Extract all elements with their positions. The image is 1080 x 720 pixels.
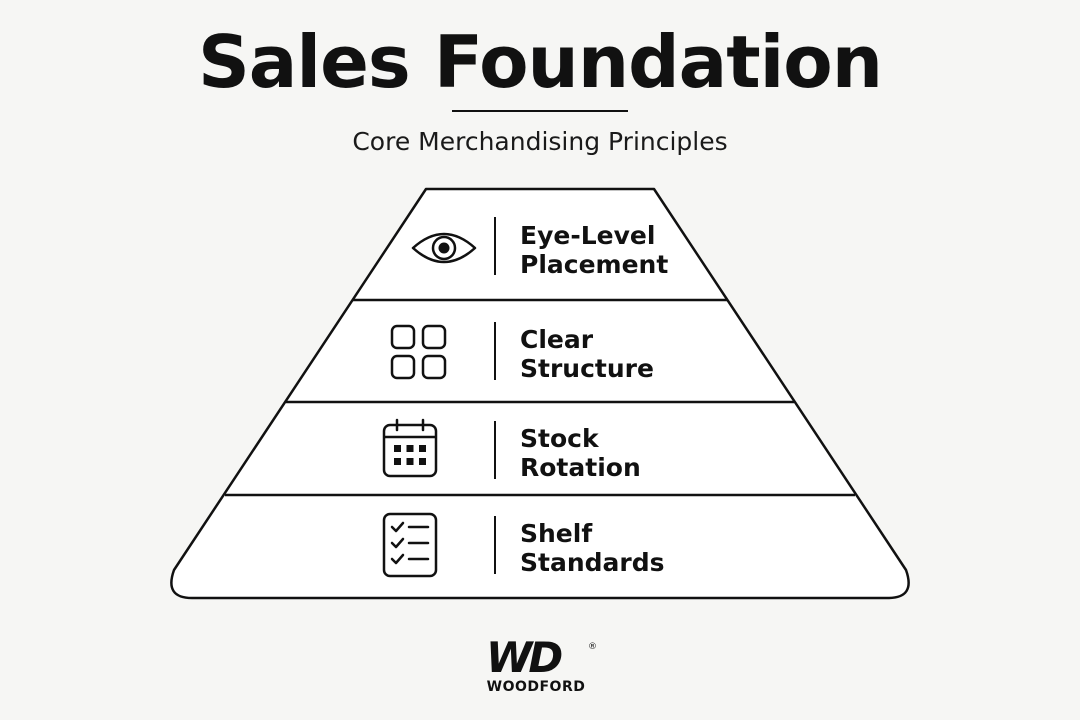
registered-mark: ® <box>588 642 596 652</box>
tier-divider <box>494 217 496 275</box>
tier-label-line: Placement <box>520 250 669 279</box>
tier-label-stock-rotation: Stock Rotation <box>520 424 641 482</box>
calendar-icon <box>382 418 438 478</box>
tier-label-line: Standards <box>520 548 665 577</box>
checklist-icon <box>382 512 438 578</box>
page-title: Sales Foundation <box>197 20 883 104</box>
grid-icon <box>390 324 447 380</box>
eye-icon <box>411 232 477 264</box>
tier-label-clear-structure: Clear Structure <box>520 325 654 383</box>
page-subtitle: Core Merchandising Principles <box>352 127 728 156</box>
tier-label-line: Rotation <box>520 453 641 482</box>
title-underline <box>452 110 628 112</box>
woodford-logo: WD ® WOODFORD <box>480 638 600 698</box>
tier-label-line: Clear <box>520 325 594 354</box>
tier-divider <box>494 516 496 574</box>
tier-label-line: Structure <box>520 354 654 383</box>
tier-label-eye-level-placement: Eye-Level Placement <box>520 221 668 279</box>
tier-label-line: Shelf <box>520 519 593 548</box>
logo-monogram: WD <box>486 638 562 678</box>
tier-divider <box>494 421 496 479</box>
tier-divider <box>494 322 496 380</box>
tier-label-shelf-standards: Shelf Standards <box>520 519 665 577</box>
tier-label-line: Stock <box>520 424 599 453</box>
tier-label-line: Eye-Level <box>520 221 656 250</box>
wd-logo-mark: WD ® <box>486 638 596 678</box>
brand-name: WOODFORD <box>486 679 586 695</box>
